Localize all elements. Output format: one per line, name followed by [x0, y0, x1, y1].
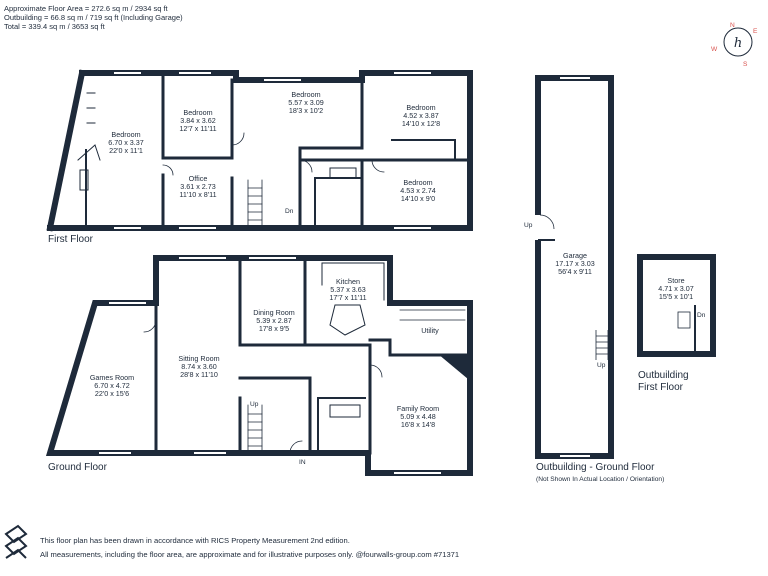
compass-n: N: [730, 22, 735, 29]
plan-markers: Dn Dn Up Up Up IN: [250, 208, 706, 466]
room-imperial: 56'4 x 9'11: [558, 267, 592, 276]
room-name: Bedroom: [111, 130, 140, 139]
area-line-2: Outbuilding = 66.8 sq m / 719 sq ft (Inc…: [4, 13, 183, 22]
room-metric: 5.39 x 2.87: [256, 316, 292, 325]
outbuilding-note: (Not Shown In Actual Location / Orientat…: [536, 476, 664, 483]
room-metric: 5.09 x 4.48: [400, 412, 436, 421]
room-metric: 6.70 x 4.72: [94, 381, 130, 390]
compass-s: S: [743, 61, 748, 68]
compass-rose: N E S W h: [711, 22, 758, 68]
room-name: Garage: [563, 251, 587, 260]
room-metric: 4.52 x 3.87: [403, 111, 439, 120]
room-name: Bedroom: [183, 108, 212, 117]
room-name: Family Room: [397, 404, 439, 413]
outbuilding-garage-plan: [534, 75, 614, 459]
floor-area-summary: Approximate Floor Area = 272.6 sq m / 29…: [4, 4, 183, 31]
entrance-marker: IN: [299, 459, 306, 466]
room-metric: 6.70 x 3.37: [108, 138, 144, 147]
room-name: Bedroom: [406, 103, 435, 112]
compass-w: W: [711, 46, 718, 53]
compass-e: E: [753, 28, 758, 35]
room-metric: 3.61 x 2.73: [180, 182, 216, 191]
section-ground-floor: Ground Floor: [48, 462, 108, 473]
room-name: Store: [667, 276, 684, 285]
room-metric: 3.84 x 3.62: [180, 116, 216, 125]
room-metric: 4.53 x 2.74: [400, 186, 436, 195]
room-name: Utility: [421, 326, 439, 335]
up-marker: Up: [250, 401, 259, 408]
room-name: Kitchen: [336, 277, 360, 286]
room-imperial: 14'10 x 12'8: [402, 119, 440, 128]
room-imperial: 22'0 x 15'6: [95, 389, 129, 398]
first-floor-plan: [46, 69, 473, 232]
room-metric: 8.74 x 3.60: [181, 362, 217, 371]
outbuilding-store-plan: [637, 254, 716, 357]
up-marker: Up: [524, 222, 533, 229]
room-imperial: 12'7 x 11'11: [179, 124, 216, 133]
room-name: Bedroom: [403, 178, 432, 187]
section-outbuilding-ground: Outbuilding - Ground Floor: [536, 462, 655, 473]
footer-disclaimer: All measurements, including the floor ar…: [40, 550, 460, 559]
up-marker: Up: [597, 362, 606, 369]
svg-text:Utility: Utility: [421, 326, 439, 335]
room-imperial: 17'8 x 9'5: [259, 324, 289, 333]
room-metric: 17.17 x 3.03: [555, 259, 595, 268]
room-imperial: 17'7 x 11'11: [329, 293, 366, 302]
dn-marker: Dn: [285, 208, 294, 215]
room-imperial: 22'0 x 11'1: [109, 146, 143, 155]
room-metric: 5.37 x 3.63: [330, 285, 366, 294]
room-imperial: 15'5 x 10'1: [659, 292, 693, 301]
room-name: Dining Room: [253, 308, 295, 317]
dn-marker: Dn: [697, 312, 706, 319]
room-name: Office: [189, 174, 208, 183]
room-imperial: 11'10 x 8'11: [179, 190, 216, 199]
room-imperial: 18'3 x 10'2: [289, 106, 323, 115]
compass-logo: h: [734, 36, 742, 51]
section-outbuilding-first-2: First Floor: [638, 382, 684, 393]
room-imperial: 16'8 x 14'8: [401, 420, 435, 429]
area-line-1: Approximate Floor Area = 272.6 sq m / 29…: [4, 4, 168, 13]
section-first-floor: First Floor: [48, 234, 94, 245]
footer-rics-note: This floor plan has been drawn in accord…: [40, 536, 350, 545]
brand-logo-icon: [4, 524, 28, 559]
room-imperial: 14'10 x 9'0: [401, 194, 435, 203]
room-metric: 4.71 x 3.07: [658, 284, 694, 293]
room-imperial: 28'8 x 11'10: [180, 370, 218, 379]
ground-floor-plan: [45, 255, 473, 476]
room-name: Bedroom: [291, 90, 320, 99]
room-name: Sitting Room: [178, 354, 219, 363]
room-name: Games Room: [90, 373, 134, 382]
room-metric: 5.57 x 3.09: [288, 98, 324, 107]
section-outbuilding-first-1: Outbuilding: [638, 370, 689, 381]
area-line-3: Total = 339.4 sq m / 3653 sq ft: [4, 22, 105, 31]
